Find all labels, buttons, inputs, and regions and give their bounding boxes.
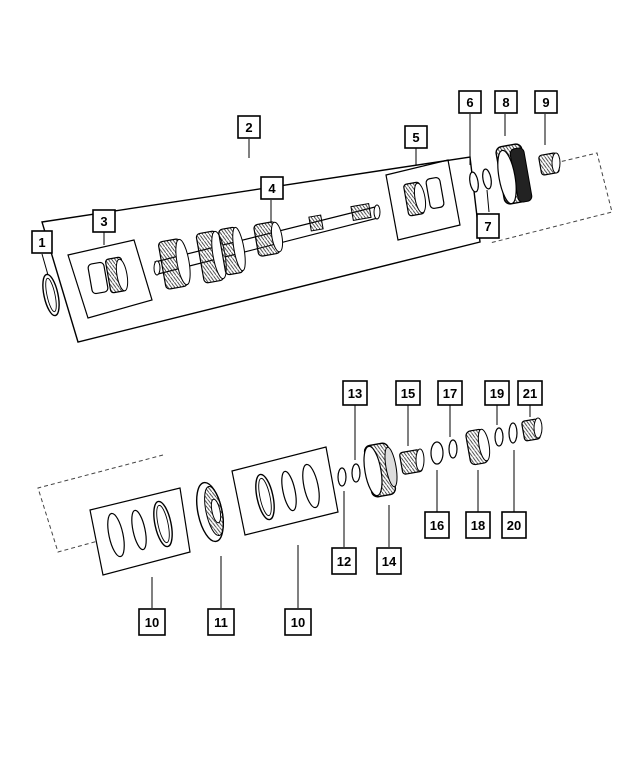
callout-box (395, 380, 421, 406)
callout-number: 16 (430, 518, 444, 533)
ring-6 (469, 171, 479, 193)
callout-number: 11 (214, 615, 228, 630)
callout-box (342, 380, 368, 406)
bearing-5 (403, 177, 445, 217)
callout-number: 21 (523, 386, 537, 401)
callout-c9: 9 (534, 90, 558, 114)
snap-ring-20 (508, 422, 518, 444)
callout-c4: 4 (260, 176, 284, 200)
synchronizer-10-right (255, 463, 320, 521)
callout-c16: 16 (424, 511, 450, 539)
callout-number: 13 (348, 386, 362, 401)
callout-c11: 11 (207, 608, 235, 636)
callout-box (534, 90, 558, 114)
needle-bearing-9 (538, 152, 561, 176)
callout-number: 20 (507, 518, 521, 533)
callout-number: 1 (38, 235, 45, 250)
callout-box (494, 90, 518, 114)
callout-number: 18 (471, 518, 485, 533)
callout-c20: 20 (501, 511, 527, 539)
callout-c15: 15 (395, 380, 421, 406)
group-frame-10-right (231, 446, 339, 536)
callout-box (484, 380, 510, 406)
callout-c3: 3 (92, 209, 116, 233)
callout-c6: 6 (458, 90, 482, 114)
synchro-hub-11 (196, 481, 224, 543)
callout-number: 10 (291, 615, 305, 630)
callout-number: 9 (542, 95, 549, 110)
group-frame-3 (67, 239, 153, 319)
dashed-leader-top (489, 152, 613, 244)
callout-box (284, 608, 312, 636)
callout-box (404, 125, 428, 149)
callout-box (237, 115, 261, 139)
gear-18 (465, 428, 491, 466)
callout-box (458, 90, 482, 114)
gear-14 (363, 442, 398, 498)
callout-c12: 12 (331, 547, 357, 575)
ring-16 (430, 441, 444, 465)
washer-12 (337, 467, 347, 487)
group-frame-2 (41, 156, 481, 343)
leader-lines-bottom (151, 405, 531, 608)
callout-box (92, 209, 116, 233)
callout-number: 3 (100, 214, 107, 229)
callout-box (376, 547, 402, 575)
callout-box (424, 511, 450, 539)
callout-c2: 2 (237, 115, 261, 139)
callout-number: 5 (412, 130, 419, 145)
group-frame-10-left (89, 487, 191, 576)
callout-box (437, 380, 463, 406)
leader-lines-top (41, 114, 546, 276)
countershaft-4 (153, 202, 381, 290)
ring-7 (482, 168, 492, 190)
callout-c1: 1 (31, 230, 53, 254)
callout-number: 7 (484, 219, 491, 234)
callout-c21: 21 (517, 380, 543, 406)
callout-c7: 7 (476, 213, 500, 239)
callout-c14: 14 (376, 547, 402, 575)
washer-17 (448, 439, 458, 459)
bearing-3 (87, 256, 129, 295)
needle-bearing-15 (399, 448, 425, 475)
callout-number: 8 (502, 95, 509, 110)
bearing-21 (521, 417, 543, 442)
callout-number: 14 (382, 554, 397, 569)
callout-c10a: 10 (138, 608, 166, 636)
callout-number: 2 (245, 120, 252, 135)
callout-box (501, 511, 527, 539)
callout-number: 4 (268, 181, 276, 196)
callout-box (476, 213, 500, 239)
callout-c17: 17 (437, 380, 463, 406)
callout-box (31, 230, 53, 254)
callout-c19: 19 (484, 380, 510, 406)
callout-box (207, 608, 235, 636)
dashed-leader-bottom (37, 454, 164, 553)
callout-c18: 18 (465, 511, 491, 539)
callout-box (138, 608, 166, 636)
callout-number: 10 (145, 615, 159, 630)
callout-number: 19 (490, 386, 504, 401)
washer-13 (351, 463, 361, 483)
callout-c10b: 10 (284, 608, 312, 636)
callout-c8: 8 (494, 90, 518, 114)
callout-box (517, 380, 543, 406)
callout-number: 6 (466, 95, 473, 110)
group-frame-5 (385, 159, 461, 241)
callout-number: 12 (337, 554, 351, 569)
washer-19 (494, 427, 504, 447)
snap-ring-1 (42, 273, 60, 317)
synchronizer-10-left (107, 500, 173, 558)
callout-number: 17 (443, 386, 457, 401)
callout-c13: 13 (342, 380, 368, 406)
callout-box (465, 511, 491, 539)
callout-box (331, 547, 357, 575)
gear-8 (495, 143, 533, 205)
callout-number: 15 (401, 386, 415, 401)
callout-box (260, 176, 284, 200)
callout-c5: 5 (404, 125, 428, 149)
